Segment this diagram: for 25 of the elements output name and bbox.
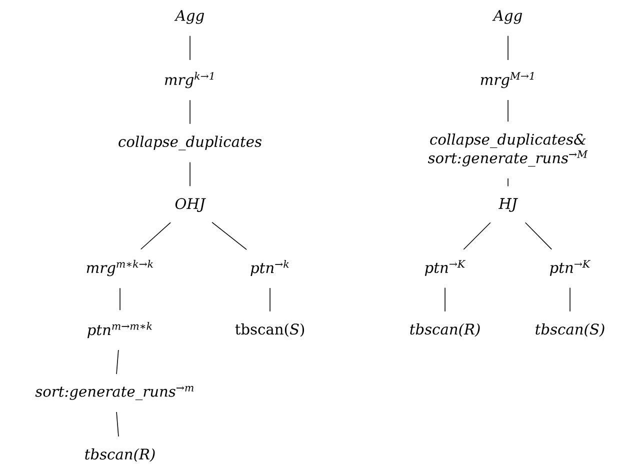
tree-edge	[444, 287, 446, 312]
operator-label: ptn$^{→k}$	[250, 260, 289, 276]
tree-edge	[140, 222, 171, 250]
operator-label: Agg	[492, 10, 522, 24]
operator-label: mrg$^{m∗k→k}$	[86, 260, 153, 276]
operator-label: HJ	[498, 198, 518, 212]
operator-label: tbscan(R)	[410, 323, 480, 337]
operator-label: mrg$^{k→1}$	[165, 72, 214, 88]
operator-label: sort:generate_runs$^{→m}$	[35, 386, 194, 400]
operator-label: tbscan(S)	[536, 323, 604, 337]
tree-edge	[463, 222, 491, 250]
tree-edge	[212, 222, 247, 250]
operator-label: tbscan(R)	[85, 448, 155, 462]
operator-label: tbscan(S)	[235, 323, 304, 337]
operator-label: collapse_duplicates& sort:generate_runs$^{→M}$	[428, 133, 588, 167]
operator-label: ptn$^{m→m∗k}$	[87, 322, 152, 338]
operator-label: Agg	[174, 10, 204, 24]
operator-label: OHJ	[175, 198, 206, 212]
operator-label: mrg$^{M→1}$	[480, 72, 534, 88]
tree-edge	[116, 412, 119, 437]
tree-edge	[524, 222, 552, 250]
operator-label: ptn$^{→K}$	[424, 260, 466, 276]
operator-label: ptn$^{→K}$	[550, 260, 591, 276]
operator-label: collapse_duplicates	[118, 136, 262, 150]
tree-edge	[116, 350, 119, 374]
